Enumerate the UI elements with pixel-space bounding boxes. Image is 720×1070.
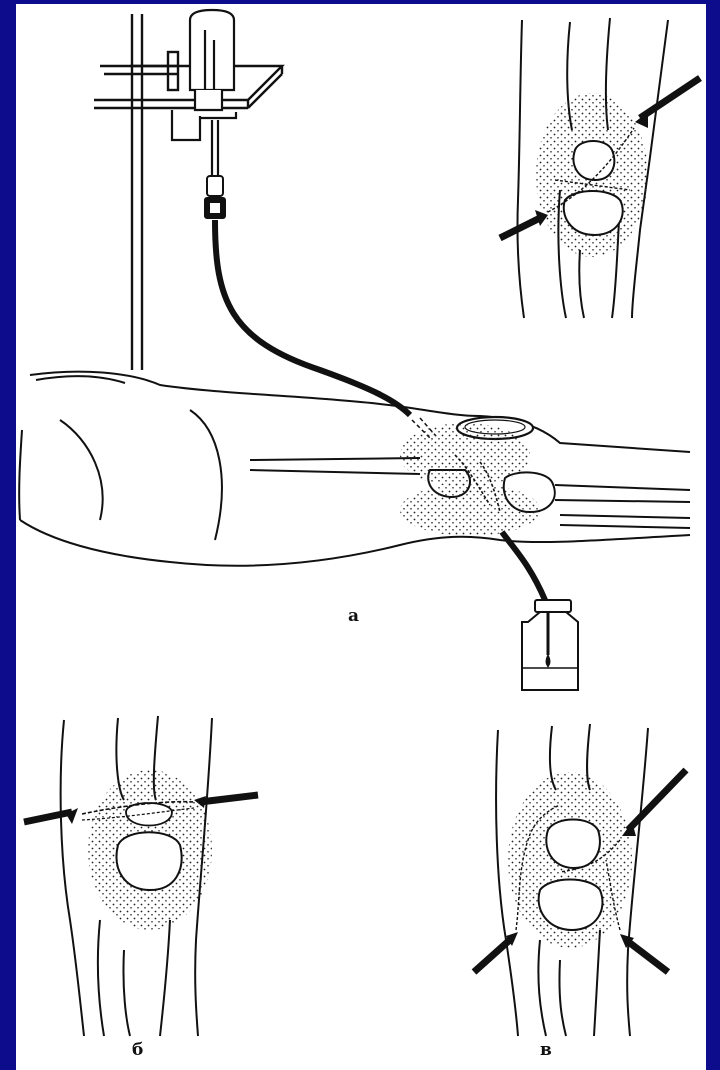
knee-bottom-right bbox=[474, 724, 686, 1036]
infusion-bottle bbox=[172, 10, 236, 175]
collection-jar bbox=[522, 600, 578, 690]
infusion-stand bbox=[94, 14, 282, 370]
knee-joint-stippled-area bbox=[400, 423, 540, 536]
inflow-tube bbox=[215, 220, 410, 415]
label-v: в bbox=[540, 1040, 552, 1060]
knee-bottom-left bbox=[24, 716, 258, 1036]
drip-chamber bbox=[205, 176, 225, 218]
knee-top-right bbox=[500, 18, 700, 318]
label-a: а bbox=[348, 606, 359, 626]
leg-outline bbox=[19, 372, 690, 566]
label-b: б bbox=[132, 1040, 143, 1060]
